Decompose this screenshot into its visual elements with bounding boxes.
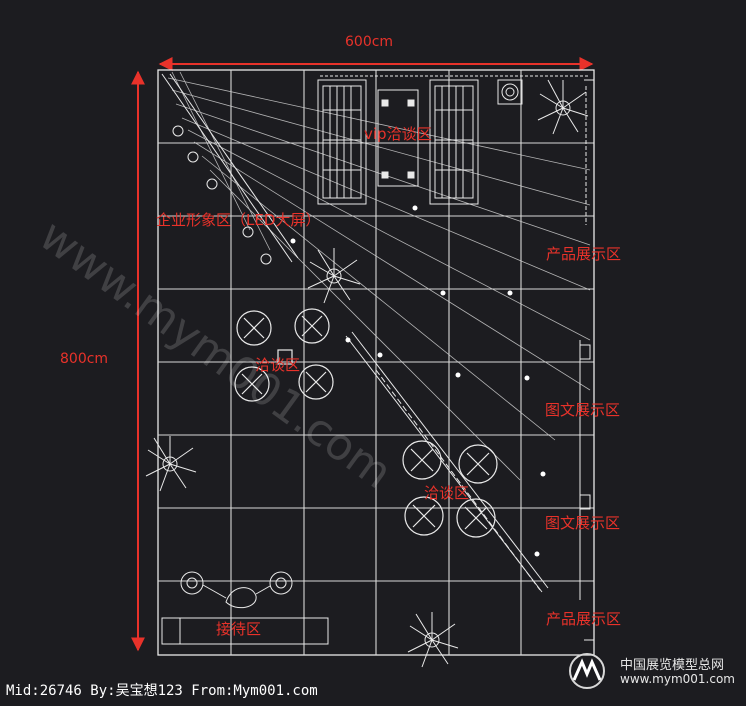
zone-label-brand-wall: 企业形象区（LED大屏）	[156, 211, 321, 229]
zone-label-product-top: 产品展示区	[546, 245, 622, 263]
plant-center	[307, 248, 361, 304]
brand-name: 中国展览模型总网	[620, 658, 725, 673]
spot-lights	[290, 205, 546, 557]
zone-label-vip: vip洽谈区	[364, 125, 432, 143]
reception-desk	[161, 571, 329, 645]
diagonal-partition	[345, 331, 549, 593]
floor-grid	[158, 70, 594, 655]
negotiation-chairs-1	[234, 308, 334, 402]
zone-label-product-bottom: 产品展示区	[546, 610, 622, 628]
negotiation-chairs-2	[402, 440, 498, 538]
lighting-beams	[167, 71, 591, 481]
brand-block: 中国展览模型总网 www.mym001.com	[562, 652, 746, 690]
zone-label-negotiation-1: 洽谈区	[255, 356, 301, 374]
height-dimension-label: 800cm	[60, 351, 109, 367]
width-dimension-label: 600cm	[345, 34, 394, 50]
right-display-wall	[579, 79, 595, 641]
zone-label-reception: 接待区	[216, 620, 262, 638]
plant-bottom	[407, 612, 459, 668]
led-wall	[161, 73, 299, 265]
plant-left	[145, 436, 197, 492]
footer-credit: Mid:26746 By:吴宝想123 From:Mym001.com	[6, 683, 318, 699]
brand-logo-icon	[569, 653, 605, 689]
zone-label-graphic-1: 图文展示区	[545, 401, 621, 419]
zone-label-graphic-2: 图文展示区	[545, 514, 621, 532]
vip-furniture	[317, 75, 590, 205]
zone-label-negotiation-2: 洽谈区	[424, 484, 470, 502]
brand-url: www.mym001.com	[620, 672, 735, 686]
plant-top-right	[537, 79, 589, 135]
